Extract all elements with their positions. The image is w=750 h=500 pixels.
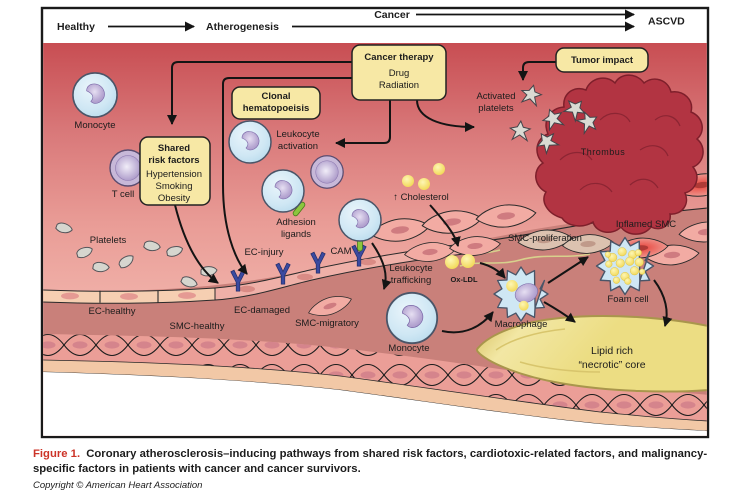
adhesion-ligands-label-1: Adhesion: [276, 217, 316, 228]
leukocyte-activation-label-2: activation: [278, 141, 318, 152]
smc-healthy-label: SMC-healthy: [170, 321, 225, 332]
clonal-hematopoiesis-box: Clonal hematopoeisis: [231, 86, 321, 120]
svg-text:Figure 1. Coronary ather: Figure 1. Coronary atherosclerosis–induc…: [33, 448, 707, 460]
note-boxes: Shared risk factors Hypertension Smoking…: [139, 44, 649, 206]
monocyte-lumen-label: Monocyte: [74, 120, 115, 131]
caption-line-1: Coronary atherosclerosis–inducing pathwa…: [86, 448, 707, 460]
vessel-illustration: Thrombus: [43, 43, 707, 436]
arrow-leukocyte-trafficking: [371, 242, 392, 290]
ec-damaged-label: EC-damaged: [234, 305, 290, 316]
leukocyte-trafficking-label-1: Leukocyte: [389, 263, 432, 274]
arrow-cancertherapy-to-leukocyte-activation: [335, 100, 391, 148]
diagram-labels: Monocyte T cell Platelets Leukocyte acti…: [74, 91, 676, 371]
activated-platelets-label-1: Activated: [476, 91, 515, 102]
monocyte-cell-at-cam: [338, 198, 382, 252]
arrow-tumorimpact-to-activated-platelets: [518, 61, 556, 81]
shared-risk-item-hypertension: Hypertension: [146, 169, 202, 180]
timeline-healthy-label: Healthy: [57, 21, 95, 33]
activated-platelets-label-2: platelets: [478, 103, 514, 114]
arrow-macrophage-to-foamcell: [547, 256, 589, 284]
outside-vessel-white: [43, 372, 707, 436]
shared-risk-title-1: Shared: [158, 143, 190, 154]
cancer-therapy-box: Cancer therapy Drug Radiation: [351, 44, 447, 101]
arrow-cancertherapy-to-activated-platelets: [416, 99, 475, 132]
oxldl-label: Ox-LDL: [450, 275, 478, 284]
arrow-cancertherapy-to-ec: [222, 77, 352, 275]
ec-healthy-layer: [43, 287, 216, 304]
leukocyte-trafficking-label-2: trafficking: [391, 275, 431, 286]
tumor-impact-title: Tumor impact: [571, 55, 634, 66]
monocyte-intima-label: Monocyte: [388, 343, 429, 354]
caption-copyright: Copyright © American Heart Association: [33, 480, 202, 491]
cam-label: CAM: [330, 246, 351, 257]
foam-cell-label: Foam cell: [607, 294, 648, 305]
cancer-therapy-item-drug: Drug: [389, 68, 410, 79]
caption-figure-label: Figure 1.: [33, 448, 80, 460]
ec-injury-label: EC-injury: [244, 247, 283, 258]
timeline-ascvd-label: ASCVD: [648, 16, 685, 28]
smc-proliferation-label: SMC-proliferation: [508, 233, 582, 244]
lipid-core-label-2: “necrotic” core: [578, 359, 645, 371]
timeline-atherogenesis-label: Atherogenesis: [206, 21, 279, 33]
macrophage-cell: [493, 266, 549, 322]
shared-risk-title-2: risk factors: [148, 155, 199, 166]
pathway-arrows: [167, 61, 673, 334]
arrow-oxldl-to-macrophage: [479, 262, 506, 279]
lipid-necrotic-core: [475, 315, 707, 393]
smc-lattice-pattern: [43, 334, 707, 421]
thrombus-label: Thrombus: [581, 147, 626, 157]
monocyte-cell-lumen: [72, 72, 118, 118]
cholesterol-dots: [402, 163, 445, 190]
caption: Figure 1. Coronary atherosclerosis–induc…: [33, 448, 707, 491]
cancer-therapy-item-radiation: Radiation: [379, 80, 419, 91]
t-cell-label: T cell: [112, 189, 135, 200]
lipid-core-label-1: Lipid rich: [591, 345, 633, 357]
arrow-sharedrisk-to-ec: [174, 204, 219, 284]
lipid-core-texture: [495, 328, 601, 373]
inflamed-smc-label: Inflamed SMC: [616, 219, 676, 230]
arrow-macrophage-to-core: [543, 301, 576, 323]
platelets-label: Platelets: [90, 235, 127, 246]
arrow-monocyte-to-macrophage: [441, 311, 494, 334]
clonal-title-2: hematopoeisis: [243, 103, 310, 114]
arrow-cancertherapy-to-sharedrisk: [167, 61, 352, 125]
arrow-foamcell-to-core: [653, 279, 673, 327]
shared-risk-item-smoking: Smoking: [156, 181, 193, 192]
adhesion-ligands-label-2: ligands: [281, 229, 311, 240]
tumor-impact-box: Tumor impact: [555, 47, 649, 73]
arrow-cholesterol-to-oxldl: [429, 204, 461, 247]
shared-risk-factors-box: Shared risk factors Hypertension Smoking…: [139, 136, 211, 206]
macrophage-label: Macrophage: [495, 319, 548, 330]
foam-cell: [595, 236, 655, 296]
cholesterol-label: ↑ Cholesterol: [393, 192, 448, 203]
smc-migratory-label: SMC-migratory: [295, 318, 359, 329]
shared-risk-item-obesity: Obesity: [158, 193, 190, 204]
clonal-title-1: Clonal: [261, 91, 290, 102]
monocyte-cell-adhesion: [261, 169, 306, 217]
thrombus: Thrombus: [535, 74, 704, 235]
ec-healthy-label: EC-healthy: [89, 306, 136, 317]
timeline: Healthy Atherogenesis Cancer ASCVD: [57, 9, 685, 33]
oxldl-dots: [445, 254, 475, 269]
t-cell-2: [310, 155, 344, 189]
cancer-therapy-title: Cancer therapy: [364, 52, 434, 63]
leukocyte-activation-label-1: Leukocyte: [276, 129, 319, 140]
timeline-cancer-label: Cancer: [374, 9, 410, 21]
caption-line-2: specific factors in patients with cancer…: [33, 463, 361, 475]
monocyte-cell-intima: [385, 291, 439, 345]
monocyte-cell-activation: [228, 120, 272, 164]
